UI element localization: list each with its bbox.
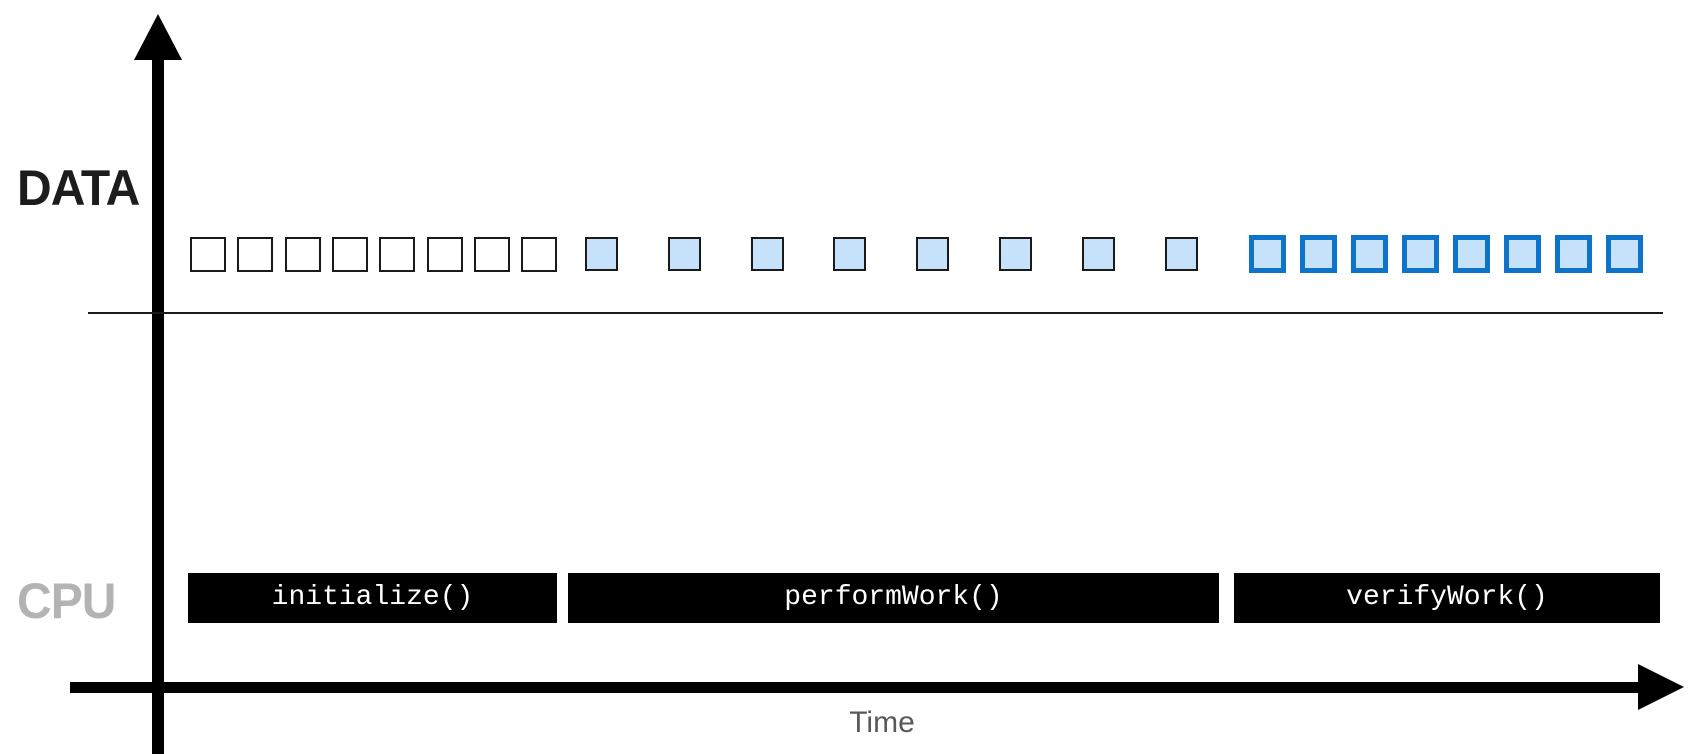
empty-buffer-square xyxy=(474,237,510,272)
filled-buffer-square xyxy=(751,237,784,271)
verified-buffer-square xyxy=(1504,235,1541,273)
empty-buffer-square xyxy=(521,237,557,272)
empty-buffer-square xyxy=(379,237,415,272)
filled-buffer-square xyxy=(668,237,701,271)
cpu-bar-initialize: initialize() xyxy=(188,573,557,623)
filled-buffer-square xyxy=(585,237,618,271)
x-axis-label: Time xyxy=(849,706,915,739)
cpu-row-label: CPU xyxy=(17,573,116,629)
y-axis-line xyxy=(152,50,164,754)
filled-buffer-square xyxy=(1165,237,1198,271)
verified-buffer-square xyxy=(1402,235,1439,273)
verified-buffer-square xyxy=(1606,235,1643,273)
empty-buffer-square xyxy=(190,237,226,272)
cpu-bar-performWork: performWork() xyxy=(568,573,1219,623)
verified-buffer-square xyxy=(1300,235,1337,273)
empty-buffer-square xyxy=(427,237,463,272)
data-cpu-divider-line xyxy=(88,312,1663,314)
verified-buffer-square xyxy=(1351,235,1388,273)
verified-buffer-square xyxy=(1555,235,1592,273)
filled-buffer-square xyxy=(1082,237,1115,271)
verified-buffer-square xyxy=(1249,235,1286,273)
data-row-label: DATA xyxy=(17,160,140,216)
filled-buffer-square xyxy=(833,237,866,271)
verified-buffer-square xyxy=(1453,235,1490,273)
filled-buffer-square xyxy=(916,237,949,271)
x-axis-arrowhead-icon xyxy=(1638,664,1684,710)
x-axis-line xyxy=(70,682,1642,693)
empty-buffer-square xyxy=(237,237,273,272)
y-axis-arrowhead-icon xyxy=(134,14,182,60)
filled-buffer-square xyxy=(999,237,1032,271)
cpu-bar-verifyWork: verifyWork() xyxy=(1234,573,1660,623)
empty-buffer-square xyxy=(285,237,321,272)
empty-buffer-square xyxy=(332,237,368,272)
